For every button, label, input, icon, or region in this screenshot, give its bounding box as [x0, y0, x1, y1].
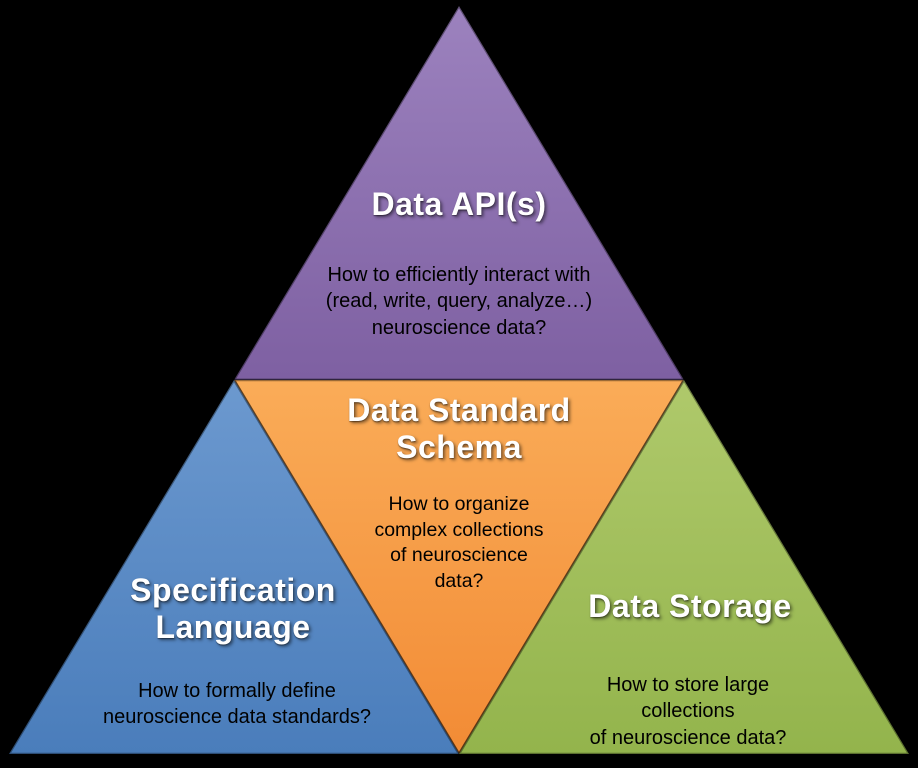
- specification-language-title: Specification Language: [130, 572, 336, 645]
- data-storage-description: How to store large collections of neuros…: [589, 674, 787, 749]
- data-storage-triangle: [457, 378, 911, 756]
- data-apis-title: Data API(s): [371, 186, 547, 222]
- specification-language-description: How to formally define neuroscience data…: [103, 680, 371, 729]
- data-apis-description: How to efficiently interact with (read, …: [325, 264, 593, 339]
- data-standard-schema-description: How to organize complex collections of n…: [374, 493, 544, 593]
- specification-language-triangle: [7, 378, 461, 756]
- data-storage-title: Data Storage: [588, 588, 792, 624]
- data-standard-schema-title: Data Standard Schema: [347, 392, 571, 465]
